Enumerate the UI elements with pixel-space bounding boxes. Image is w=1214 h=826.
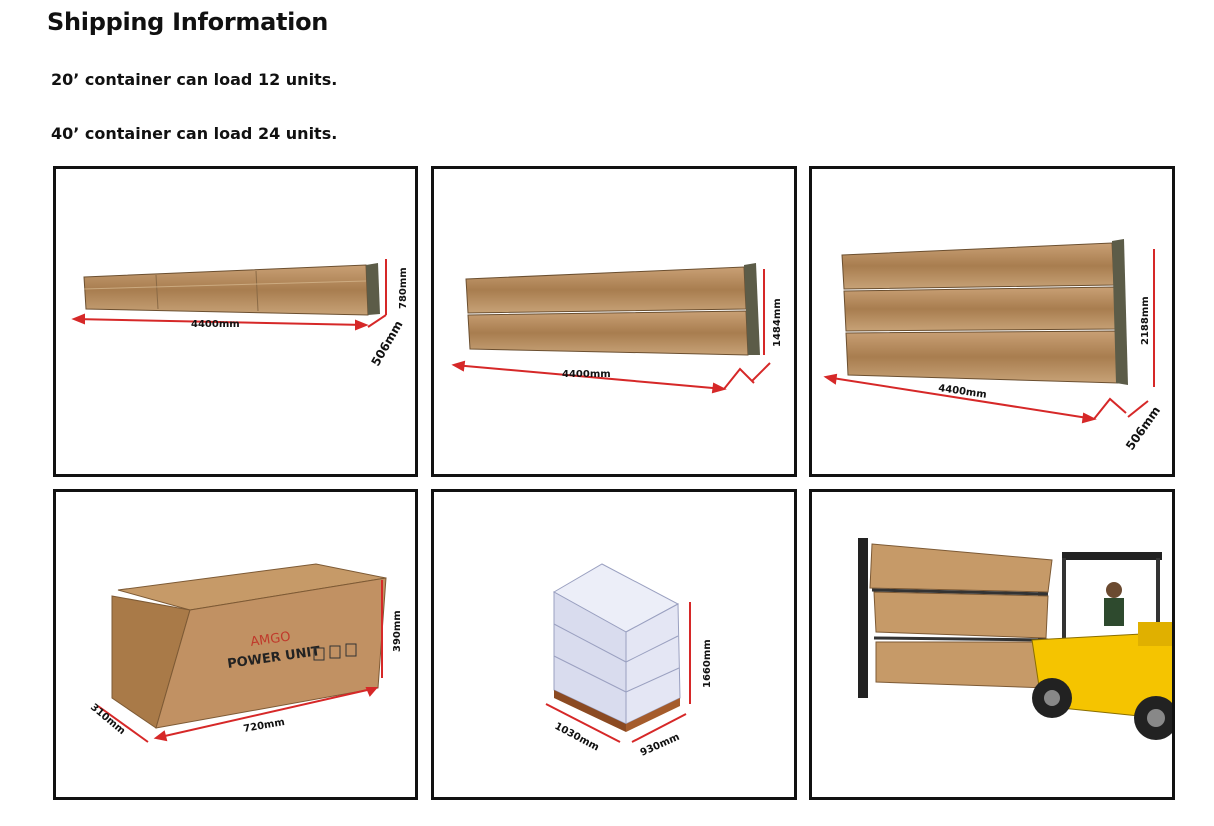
length-dimension [823, 373, 1097, 424]
page-title: Shipping Information [47, 8, 329, 36]
depth-dimension [367, 314, 387, 328]
depth-label: 506mm [1123, 404, 1163, 453]
handling-icons [313, 643, 357, 661]
container-40ft-text: 40’ container can load 24 units. [51, 124, 338, 143]
forklift-illustration [858, 538, 1172, 740]
package-bundle-bottom [845, 330, 1119, 384]
container-20ft-text: 20’ container can load 12 units. [51, 70, 338, 89]
double-row-illustration: 4400mm 1484mm [451, 263, 783, 394]
width-dimension [631, 713, 687, 743]
triple-row-illustration: 4400mm 2188mm 506mm [823, 239, 1163, 453]
driver [1104, 582, 1124, 626]
width-label: 720mm [243, 717, 286, 735]
width-dimension [153, 687, 379, 742]
pallet-illustration: 1660mm 1030mm 930mm [545, 563, 713, 759]
depth-dimension [1093, 397, 1149, 420]
single-row-illustration: 4400mm 780mm 506mm [71, 259, 409, 369]
pallet-stack [552, 563, 681, 732]
carried-packages [869, 543, 1053, 689]
package-bundle-top [465, 266, 747, 314]
height-label: 2188mm [1140, 296, 1151, 345]
forklift-wheels [1032, 678, 1172, 740]
depth-label: 310mm [88, 702, 127, 737]
height-label: 1484mm [772, 298, 783, 347]
panel-forklift [809, 489, 1175, 800]
brand-logo: AMGO [249, 629, 291, 649]
length-label: 4400mm [562, 369, 611, 380]
depth-marker [723, 362, 771, 390]
length-dimension [451, 360, 727, 394]
power-unit-box-illustration: AMGO POWER UNIT 720mm 310mm 390mm [88, 563, 403, 743]
package-bundle-top [841, 242, 1115, 290]
length-label: 1030mm [553, 721, 601, 754]
panel-double-row: 4400mm 1484mm [431, 166, 797, 477]
panel-pallet: 1660mm 1030mm 930mm [431, 489, 797, 800]
depth-label: 506mm [368, 318, 405, 368]
package-bundle-middle [843, 286, 1117, 332]
cardboard-box [111, 563, 387, 729]
height-label: 1660mm [702, 639, 713, 688]
package-bundle [83, 263, 380, 316]
package-bundle-bottom [467, 310, 749, 356]
length-label: 4400mm [191, 319, 240, 330]
panel-triple-row: 4400mm 2188mm 506mm [809, 166, 1175, 477]
height-label: 390mm [392, 610, 403, 652]
length-dimension [71, 313, 369, 331]
length-dimension [545, 703, 621, 743]
height-label: 780mm [398, 267, 409, 309]
panel-single-row: 4400mm 780mm 506mm [53, 166, 418, 477]
panel-power-unit-box: AMGO POWER UNIT 720mm 310mm 390mm [53, 489, 418, 800]
depth-dimension [97, 705, 149, 743]
